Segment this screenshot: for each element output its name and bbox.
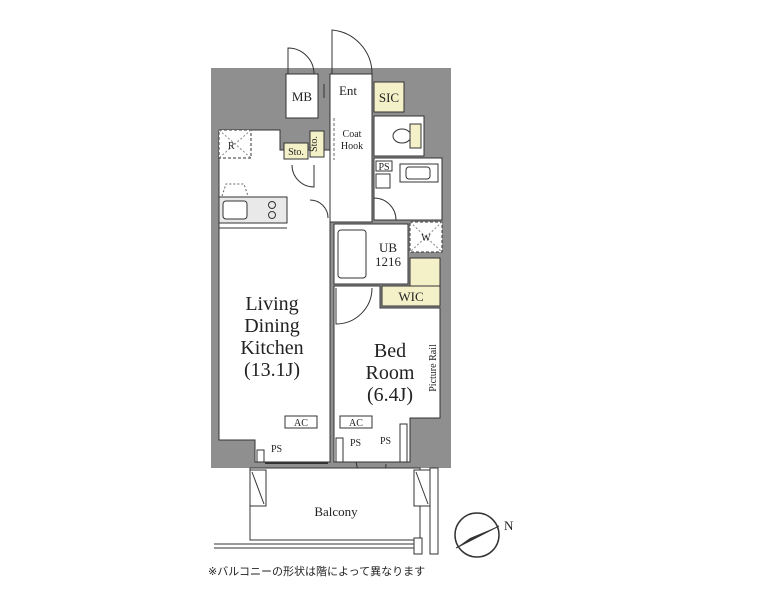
entrance-door-swing (331, 29, 373, 75)
toilet-tank (409, 123, 422, 149)
entrance-area (329, 73, 373, 223)
stove-burner (268, 201, 276, 209)
bedroom-label-1: Bed (374, 340, 406, 362)
north-label: N (504, 518, 514, 533)
wash-shelf (375, 173, 391, 189)
wash-door-swing (373, 197, 397, 221)
balcony-footnote: ※バルコニーの形状は階によって異なります (208, 565, 426, 578)
balcony-wall-right (429, 467, 439, 555)
north-compass: N (454, 512, 514, 558)
ldk-label-line3: Kitchen (240, 337, 303, 359)
sic-label: SIC (379, 90, 399, 105)
sic-closet (373, 81, 405, 113)
ldk-label-line2: Dining (244, 315, 300, 337)
washer-label: W (421, 233, 431, 244)
ps-shaft (399, 423, 408, 463)
partition-mark (251, 471, 265, 505)
range-hood (221, 183, 249, 197)
sto-left-label: Sto. (288, 147, 304, 158)
ps-mid-label: PS (350, 438, 361, 449)
balcony-post (413, 537, 423, 555)
ps-shaft (335, 437, 344, 463)
ps-top-label: PS (378, 162, 389, 173)
balcony (249, 467, 421, 541)
bedroom-area: (6.4J) (367, 384, 413, 406)
mb-room (285, 73, 319, 119)
refrigerator-cross (218, 129, 252, 159)
ub-label-1: UB (379, 240, 397, 255)
bedroom-label-2: Room (366, 362, 415, 384)
storage-left (283, 142, 309, 160)
stove-burner (268, 211, 276, 219)
sto-right-label: Sto. (309, 136, 320, 152)
ub-label-2: 1216 (375, 254, 402, 269)
ac-unit (339, 415, 373, 429)
compass-ring (454, 512, 500, 558)
ps-left-label: PS (271, 444, 282, 455)
bedroom-door-swing (335, 287, 373, 325)
mb-door-swing (287, 47, 315, 75)
ac-left-label: AC (294, 418, 308, 429)
coat-hook-label-1: Coat (343, 129, 362, 140)
ps-shaft (256, 449, 265, 463)
kitchen-sink (222, 200, 248, 220)
ldk-door-swing (291, 164, 315, 188)
picture-rail-label: Picture Rail (428, 344, 439, 392)
mb-label: MB (292, 89, 313, 104)
vanity-basin (405, 166, 431, 180)
ldk-area: (13.1J) (244, 359, 300, 381)
wic-label: WIC (398, 289, 423, 304)
ac-right-label: AC (349, 418, 363, 429)
washer-cross (409, 221, 443, 253)
refrigerator-label: R (228, 141, 235, 152)
ac-unit (284, 415, 318, 429)
bathtub (337, 229, 367, 279)
compass-axis (455, 525, 500, 549)
coat-hook-label-2: Hook (341, 141, 363, 152)
ldk-label-line1: Living (245, 293, 298, 315)
toilet-bowl (392, 128, 412, 144)
corridor-door-swing (309, 199, 329, 219)
ps-right-label: PS (380, 436, 391, 447)
wic-label-box (381, 285, 441, 307)
partition-mark (415, 471, 429, 505)
balcony-label: Balcony (314, 504, 358, 519)
ent-label: Ent (339, 83, 357, 98)
ps-top-box (375, 160, 393, 172)
storage-right (309, 130, 325, 158)
